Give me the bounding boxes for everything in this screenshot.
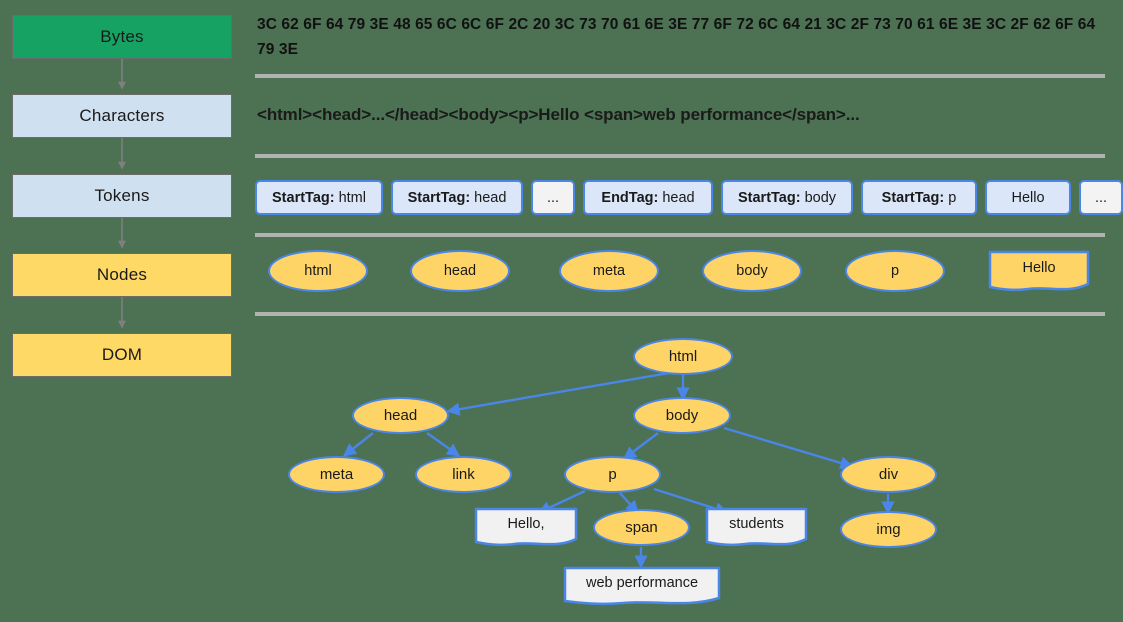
node-ellipse: p xyxy=(845,250,945,292)
pipeline-step-dom: DOM xyxy=(12,333,232,377)
tree-node-label: head xyxy=(383,407,418,424)
token-value: html xyxy=(338,189,366,206)
pipeline-step-nodes: Nodes xyxy=(12,253,232,297)
tree-node-text-students: students xyxy=(705,507,808,549)
token-value: ... xyxy=(546,189,560,206)
document-shape-icon xyxy=(705,507,808,547)
token-value: body xyxy=(804,189,837,206)
node-ellipse: meta xyxy=(559,250,659,292)
token-chip: StartTag: body xyxy=(721,180,853,215)
node-label: body xyxy=(736,263,768,279)
tree-node-label: link xyxy=(452,466,475,483)
tree-node-label: img xyxy=(876,521,901,538)
tree-node-text-hello: Hello, xyxy=(474,507,578,549)
node-ellipse: head xyxy=(410,250,510,292)
token-value: Hello xyxy=(1011,189,1045,206)
pipeline-step-label: Nodes xyxy=(96,265,148,284)
tree-node-div: div xyxy=(840,456,937,493)
edge-body-p xyxy=(622,432,659,460)
pipeline-step-bytes: Bytes xyxy=(12,15,232,59)
bytes-hex-text: 3C 62 6F 64 79 3E 48 65 6C 6C 6F 2C 20 3… xyxy=(257,16,1096,58)
tree-node-head: head xyxy=(352,397,449,434)
token-kind: StartTag: xyxy=(272,189,335,206)
token-value: p xyxy=(948,189,957,206)
pipeline-step-label: Bytes xyxy=(100,27,144,46)
tree-node-meta: meta xyxy=(288,456,385,493)
node-text-document: Hello xyxy=(988,250,1090,294)
separator-characters xyxy=(255,154,1105,158)
separator-tokens xyxy=(255,233,1105,237)
token-value: head xyxy=(662,189,695,206)
token-kind: StartTag: xyxy=(737,189,801,206)
pipeline-step-label: Characters xyxy=(79,106,165,125)
tree-node-text-web-performance: web performance xyxy=(563,566,721,608)
tree-node-label: p xyxy=(608,466,617,483)
token-chip-ellipsis: ... xyxy=(531,180,575,215)
pipeline-step-label: Tokens xyxy=(94,186,150,205)
document-shape-icon xyxy=(563,566,721,606)
node-label: head xyxy=(443,263,477,279)
edge-body-div xyxy=(723,426,854,470)
tree-node-label: meta xyxy=(319,466,354,483)
token-kind: StartTag: xyxy=(407,189,471,206)
tree-node-img: img xyxy=(840,511,937,548)
pipeline-step-tokens: Tokens xyxy=(12,174,232,218)
token-chip: StartTag: p xyxy=(861,180,977,215)
token-kind: StartTag: xyxy=(881,189,945,206)
node-label: p xyxy=(890,263,900,279)
tree-node-html: html xyxy=(633,338,733,375)
edge-head-link xyxy=(426,432,461,457)
edge-html-head xyxy=(446,371,670,416)
node-label: html xyxy=(304,263,332,279)
token-chip: Hello xyxy=(985,180,1071,215)
document-shape-icon xyxy=(474,507,578,547)
node-ellipse: body xyxy=(702,250,802,292)
token-value: head xyxy=(474,189,507,206)
pipeline-step-label: DOM xyxy=(101,345,143,364)
token-chip: StartTag: head xyxy=(391,180,523,215)
tree-node-span: span xyxy=(593,509,690,546)
token-chip: StartTag: html xyxy=(255,180,383,215)
token-chip: EndTag: head xyxy=(583,180,713,215)
pipeline-arrows xyxy=(118,59,126,329)
node-ellipse: html xyxy=(268,250,368,292)
characters-markup-text: <html><head>...</head><body><p>Hello <sp… xyxy=(257,105,860,124)
tree-node-body: body xyxy=(633,397,731,434)
tree-node-label: html xyxy=(668,348,698,365)
edge-head-meta xyxy=(342,432,374,457)
tree-node-label: div xyxy=(878,466,899,483)
document-shape-icon xyxy=(988,250,1090,292)
node-label: meta xyxy=(592,263,626,279)
token-kind: EndTag: xyxy=(601,189,659,206)
tree-node-link: link xyxy=(415,456,512,493)
separator-nodes xyxy=(255,312,1105,316)
tree-node-label: span xyxy=(625,519,658,536)
pipeline-step-characters: Characters xyxy=(12,94,232,138)
token-chip-ellipsis: ... xyxy=(1079,180,1123,215)
tree-node-p: p xyxy=(564,456,661,493)
tree-node-label: body xyxy=(665,407,699,424)
token-value: ... xyxy=(1094,189,1108,206)
separator-bytes xyxy=(255,74,1105,78)
